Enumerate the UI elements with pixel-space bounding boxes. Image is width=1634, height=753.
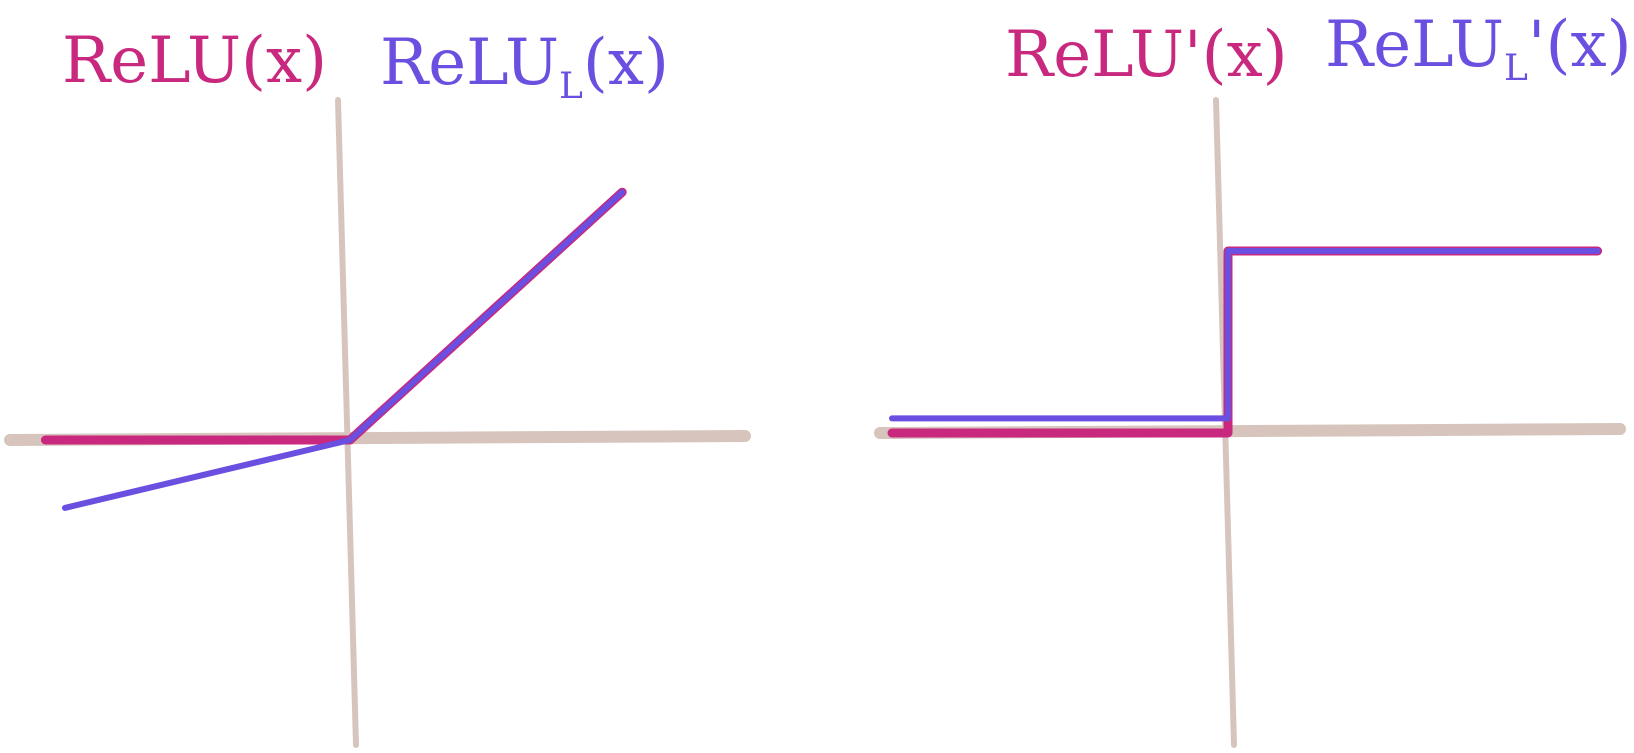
- series-group: [887, 246, 1603, 438]
- legend-label-base: ReLU: [380, 26, 559, 100]
- panel-relu: ReLU(x) ReLUL(x): [4, 24, 751, 748]
- legend-label-base: ReLU: [1325, 8, 1504, 82]
- panel-relu-derivative: ReLU'(x) ReLUL'(x): [874, 8, 1632, 748]
- legend-label-subscript: L: [559, 66, 583, 107]
- legend-label-leaky-relu: ReLUL(x): [380, 26, 669, 107]
- legend-label-leaky-relu-derivative: ReLUL'(x): [1325, 8, 1632, 89]
- legend: ReLU(x) ReLUL(x): [62, 24, 669, 107]
- legend-label-tail: '(x): [1528, 8, 1632, 82]
- y-axis: [335, 97, 359, 748]
- series-line-leaky: [61, 189, 626, 511]
- series-line-leaky: [889, 248, 1601, 422]
- legend-label-relu: ReLU(x): [62, 24, 327, 98]
- legend-label-tail: (x): [583, 26, 669, 100]
- legend-label-subscript: L: [1504, 48, 1528, 89]
- legend-label-relu-derivative: ReLU'(x): [1005, 18, 1288, 92]
- legend: ReLU'(x) ReLUL'(x): [1005, 8, 1632, 92]
- series-group: [40, 187, 627, 511]
